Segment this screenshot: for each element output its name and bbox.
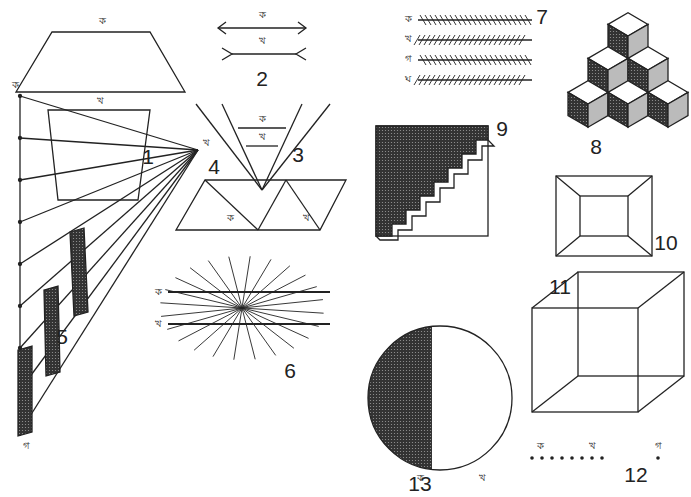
part-letter: খ	[97, 96, 104, 106]
part-letter: ক	[259, 10, 266, 20]
figure-number: 9	[496, 118, 508, 139]
part-letter: ক	[99, 16, 106, 26]
part-letter: ক	[259, 114, 266, 124]
hering-figure	[160, 256, 330, 359]
part-letter: গ	[23, 441, 30, 451]
converging-lines-figure	[18, 95, 198, 437]
figure-number: 11	[549, 276, 571, 297]
dot-row	[530, 456, 660, 460]
part-letter: খ	[259, 36, 266, 46]
muller-lyer-figure	[218, 22, 306, 60]
figure-number: 1	[142, 146, 154, 167]
part-letter: গ	[405, 54, 412, 64]
figure-number: 12	[624, 464, 647, 485]
nested-square-figure	[556, 176, 652, 256]
figure-number: 8	[590, 136, 602, 157]
figure-number: 10	[654, 232, 677, 253]
part-letter: খ	[155, 319, 162, 329]
figure-number: 4	[208, 156, 220, 177]
part-letter: ক	[537, 441, 544, 451]
part-letter: ক	[405, 14, 412, 24]
part-letter: গ	[655, 441, 662, 451]
figure-number: 7	[536, 6, 548, 27]
part-letter: খ	[405, 34, 412, 44]
part-letter: ঘ	[405, 74, 411, 84]
ponzo-figure	[196, 104, 330, 190]
part-letter: খ	[259, 132, 266, 142]
half-shaded-circle	[368, 326, 512, 470]
part-letter: খ	[479, 473, 486, 483]
part-letter: খ	[303, 213, 310, 223]
figure-number: 2	[256, 68, 268, 89]
figure-number: 13	[408, 473, 431, 494]
part-letter: খ	[203, 138, 210, 148]
sander-parallelogram	[176, 180, 346, 230]
part-letter: ক	[155, 287, 162, 297]
zollner-figure	[414, 15, 532, 85]
cube-stack-figure	[568, 13, 688, 127]
necker-cube	[532, 272, 684, 412]
figure-number: 5	[56, 326, 68, 347]
figure-number: 6	[284, 360, 296, 381]
part-letter: ক	[227, 213, 234, 223]
part-letter: ক	[12, 80, 19, 90]
part-letter: খ	[589, 441, 596, 451]
figure-number: 3	[292, 144, 304, 165]
schroder-stairs	[376, 126, 494, 240]
